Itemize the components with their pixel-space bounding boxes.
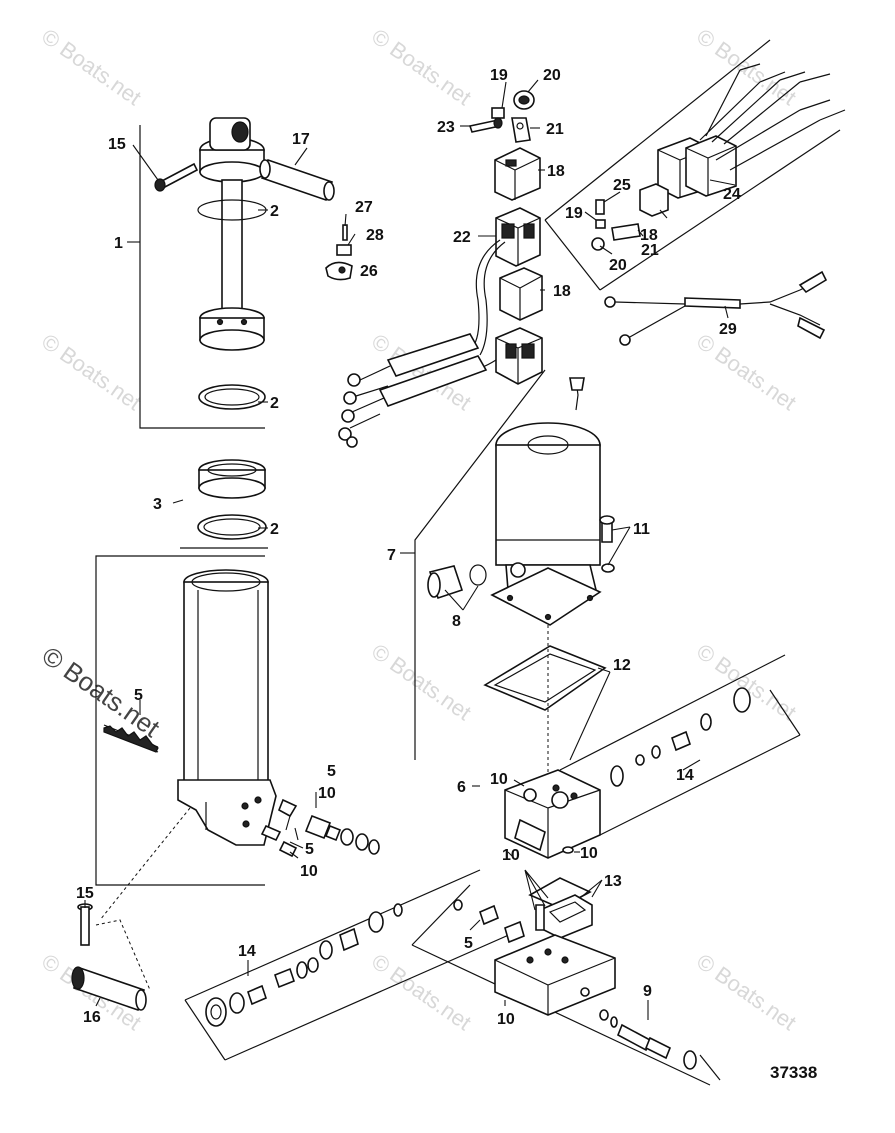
callout-5: 5 — [134, 687, 143, 704]
callout-5: 5 — [305, 841, 314, 858]
relay-harness — [338, 90, 543, 448]
callout-10: 10 — [318, 785, 336, 802]
callout-27: 27 — [355, 199, 373, 216]
callout-2: 2 — [270, 203, 279, 220]
reservoir-group — [95, 555, 380, 886]
watermark: © Boats.net — [37, 24, 146, 111]
figure-number: 37338 — [770, 1063, 817, 1082]
callout-2: 2 — [270, 521, 279, 538]
callout-labels: 15 17 2 1 27 28 26 2 3 2 5 5 10 5 10 15 … — [76, 67, 817, 1082]
callout-1: 1 — [114, 235, 123, 252]
callout-15: 15 — [108, 136, 126, 153]
callout-19: 19 — [490, 67, 508, 84]
callout-10: 10 — [497, 1011, 515, 1028]
watermark: © Boats.net — [367, 639, 476, 726]
callout-13: 13 — [604, 873, 622, 890]
callout-26: 26 — [360, 263, 378, 280]
callout-18: 18 — [640, 227, 658, 244]
valve-strip-left — [184, 869, 521, 1061]
callout-17: 17 — [292, 131, 310, 148]
callout-14: 14 — [238, 943, 256, 960]
manifold-group — [411, 877, 721, 1086]
callout-10: 10 — [490, 771, 508, 788]
callout-25: 25 — [613, 177, 631, 194]
callout-6: 6 — [457, 779, 466, 796]
callout-14: 14 — [676, 767, 694, 784]
valve-strip-right — [559, 654, 801, 836]
callout-21: 21 — [546, 121, 564, 138]
callout-10: 10 — [300, 863, 318, 880]
callout-12: 12 — [613, 657, 631, 674]
callout-16: 16 — [83, 1009, 101, 1026]
callout-28: 28 — [366, 227, 384, 244]
watermark: © Boats.net — [367, 24, 476, 111]
callout-8: 8 — [452, 613, 461, 630]
callout-7: 7 — [387, 547, 396, 564]
callout-3: 3 — [153, 496, 162, 513]
trim-cylinder-group — [139, 117, 353, 429]
callout-9: 9 — [643, 983, 652, 1000]
callout-5: 5 — [464, 935, 473, 952]
callout-24: 24 — [723, 186, 741, 203]
callout-21: 21 — [641, 242, 659, 259]
leader-lines — [84, 79, 736, 1020]
callout-18: 18 — [547, 163, 565, 180]
callout-23: 23 — [437, 119, 455, 136]
watermark: © Boats.net — [367, 949, 476, 1036]
pump-motor-group — [414, 369, 615, 790]
callout-19: 19 — [565, 205, 583, 222]
seal-kit — [180, 459, 268, 549]
watermark: © Boats.net — [692, 24, 801, 111]
callout-10: 10 — [502, 847, 520, 864]
callout-22: 22 — [453, 229, 471, 246]
watermark: © Boats.net — [692, 329, 801, 416]
callout-11: 11 — [633, 521, 650, 538]
callout-2: 2 — [270, 395, 279, 412]
watermark: © Boats.net — [37, 329, 146, 416]
callout-20: 20 — [543, 67, 561, 84]
watermark: © Boats.net — [692, 949, 801, 1036]
callout-20: 20 — [609, 257, 627, 274]
watermark-dark: © Boats.net — [37, 640, 166, 743]
callout-29: 29 — [719, 321, 737, 338]
callout-15: 15 — [76, 885, 94, 902]
bolt-15-lower — [77, 903, 93, 946]
harness-29 — [604, 270, 828, 346]
callout-18: 18 — [553, 283, 571, 300]
relay-kit-group — [544, 39, 846, 291]
pin-16 — [71, 966, 147, 1012]
callout-10: 10 — [580, 845, 598, 862]
callout-5: 5 — [327, 763, 336, 780]
